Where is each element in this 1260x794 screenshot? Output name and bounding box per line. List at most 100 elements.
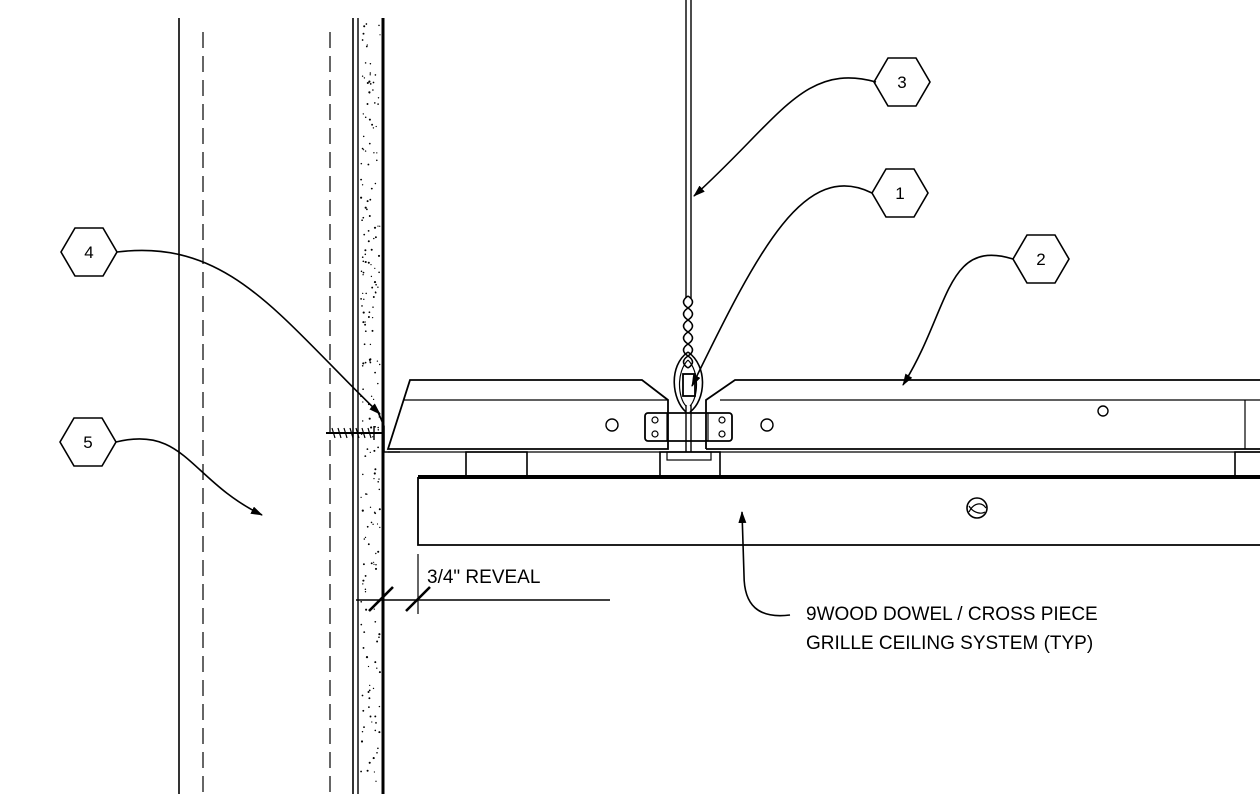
stipple-dot bbox=[374, 620, 377, 623]
stipple-dot bbox=[373, 281, 377, 284]
stipple-dot bbox=[372, 296, 375, 298]
stipple-dot bbox=[364, 253, 367, 256]
stipple-dot bbox=[364, 588, 367, 591]
carrier-spacers bbox=[465, 451, 1260, 477]
stipple-dot bbox=[372, 757, 375, 760]
dowel-end-section bbox=[966, 497, 988, 519]
stipple-dot bbox=[369, 83, 372, 85]
stipple-dot bbox=[363, 298, 365, 301]
stipple-dot bbox=[377, 426, 380, 429]
stipple-dot bbox=[362, 32, 365, 35]
stipple-dot bbox=[375, 780, 377, 782]
stipple-dot bbox=[362, 583, 364, 585]
connector-bracket bbox=[644, 412, 733, 442]
stipple-dot bbox=[374, 267, 376, 270]
stipple-dot bbox=[360, 196, 363, 199]
stipple-dot bbox=[363, 233, 366, 236]
hexagon-tag bbox=[1012, 234, 1070, 284]
stipple-dot bbox=[372, 436, 374, 438]
spacer-block bbox=[1234, 451, 1260, 477]
stipple-dot bbox=[377, 747, 379, 750]
stipple-dot bbox=[378, 488, 381, 491]
stipple-dot bbox=[362, 135, 365, 138]
wall-screw bbox=[326, 426, 383, 440]
stipple-dot bbox=[368, 91, 371, 94]
stipple-dot bbox=[372, 561, 375, 563]
stipple-dot bbox=[360, 270, 363, 273]
hexagon-tag bbox=[60, 227, 118, 277]
system-note-line1: 9WOOD DOWEL / CROSS PIECE bbox=[806, 604, 1098, 625]
stipple-dot bbox=[363, 631, 366, 633]
callout-number: 1 bbox=[895, 184, 904, 203]
stipple-dot bbox=[379, 34, 381, 36]
stipple-dot bbox=[369, 360, 371, 362]
stipple-dot bbox=[367, 261, 370, 264]
stipple-dot bbox=[378, 671, 381, 674]
stipple-dot bbox=[373, 472, 376, 475]
stipple-dot bbox=[361, 694, 364, 697]
stipple-dot bbox=[360, 600, 363, 603]
hexagon-tag bbox=[873, 57, 931, 107]
leader-callout-1 bbox=[691, 185, 873, 387]
stipple-dot bbox=[367, 230, 370, 232]
stipple-dot bbox=[368, 761, 371, 764]
stipple-dot bbox=[374, 567, 378, 570]
stipple-dot bbox=[368, 80, 371, 83]
callout-tag-5: 5 bbox=[59, 417, 117, 467]
stipple-dot bbox=[376, 152, 378, 154]
stipple-dot bbox=[364, 249, 367, 252]
stipple-dot bbox=[375, 552, 377, 555]
stipple-dot bbox=[375, 722, 377, 724]
stipple-dot bbox=[363, 343, 366, 346]
stipple-dot bbox=[366, 200, 369, 203]
stipple-dot bbox=[365, 493, 367, 495]
callout-number: 2 bbox=[1036, 250, 1045, 269]
dimension-tick bbox=[405, 586, 431, 612]
stipple-dot bbox=[361, 509, 364, 512]
stipple-dot bbox=[360, 770, 363, 773]
wall-angle-clip bbox=[377, 411, 400, 453]
stipple-dot bbox=[362, 113, 364, 115]
stipple-dot bbox=[364, 260, 367, 264]
stipple-dot bbox=[372, 398, 375, 401]
callout-number: 5 bbox=[83, 433, 92, 452]
stipple-dot bbox=[373, 449, 376, 452]
stipple-dot bbox=[374, 74, 377, 76]
stipple-dot bbox=[379, 526, 381, 529]
stipple-dot bbox=[367, 543, 370, 546]
stipple-dot bbox=[378, 24, 380, 27]
main-runner-carrier bbox=[377, 379, 1260, 453]
stipple-dot bbox=[377, 103, 379, 105]
stipple-dot bbox=[363, 77, 366, 79]
callout-number: 4 bbox=[84, 243, 93, 262]
stipple-dot bbox=[376, 360, 379, 362]
stipple-dot bbox=[364, 116, 367, 118]
stipple-dot bbox=[371, 123, 374, 126]
stipple-dot bbox=[365, 292, 367, 295]
stipple-dot bbox=[376, 523, 379, 525]
stipple-dot bbox=[367, 163, 370, 166]
hanger-assembly bbox=[644, 0, 733, 452]
stipple-dot bbox=[369, 72, 372, 74]
stipple-dot bbox=[362, 579, 365, 582]
system-note-line2: GRILLE CEILING SYSTEM (TYP) bbox=[806, 633, 1093, 654]
leader-callout-5 bbox=[115, 438, 263, 516]
system-note: 9WOOD DOWEL / CROSS PIECE GRILLE CEILING… bbox=[738, 511, 1098, 654]
stipple-dot bbox=[360, 162, 363, 165]
stipple-dot bbox=[364, 455, 367, 458]
stipple-dot bbox=[375, 125, 377, 128]
stipple-dot bbox=[374, 468, 377, 471]
stipple-dot bbox=[378, 636, 380, 639]
stipple-dot bbox=[369, 198, 372, 201]
stipple-dot bbox=[361, 75, 364, 77]
stipple-dot bbox=[361, 730, 364, 733]
stipple-dot bbox=[370, 426, 373, 429]
stipple-dot bbox=[367, 316, 370, 318]
stipple-dot bbox=[377, 446, 379, 449]
stipple-dot bbox=[372, 89, 374, 91]
bracket-screw bbox=[651, 416, 659, 424]
stipple-dot bbox=[373, 563, 375, 565]
stipple-dot bbox=[377, 225, 379, 227]
stipple-dot bbox=[368, 215, 371, 217]
stipple-dot bbox=[373, 608, 375, 610]
